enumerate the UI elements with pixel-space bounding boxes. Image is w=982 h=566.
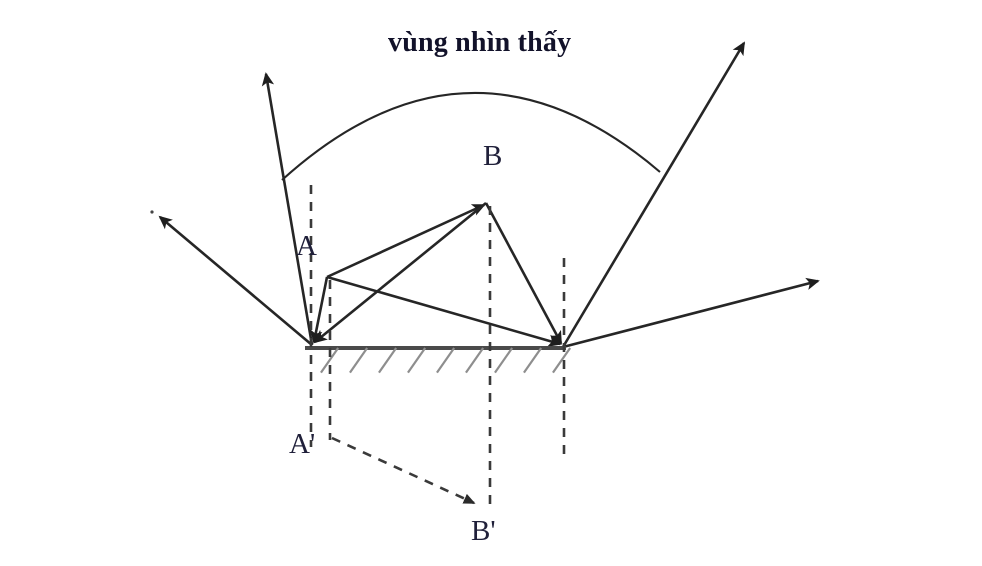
mirror-surface-group [305,346,572,374]
small-dot-marker [150,210,154,214]
visible-field-arc [281,91,661,181]
ray-A-to-reflect-right [326,275,562,347]
label-B: B [483,140,503,172]
ray-right-outer-up [561,41,746,348]
light-rays-group [158,41,820,349]
visible-field-arc [281,91,661,181]
ray-left-outer-upleft [158,215,313,346]
ray-A-to-B [326,203,486,279]
mirror-hatch-mark [407,347,427,374]
mirror-hatch-mark [378,347,398,374]
ray-B-to-reflect-left [313,201,487,344]
dashed-A-prime-to-B-prime [331,436,476,505]
ray-right-outer-right [562,277,820,349]
mirror-hatch-mark [436,347,456,374]
ray-B-to-reflect-right [484,202,563,345]
mirror-hatch-mark [465,347,485,374]
label-B-prime: B' [471,515,496,547]
mirror-hatch-mark [320,347,340,374]
mirror-hatch-mark [494,347,514,374]
mirror-hatch-mark [552,347,572,374]
mirror-hatch-mark [349,347,369,374]
ray-left-outer-up [261,72,314,346]
mirror-hatch-mark [523,347,543,374]
construction-lines-group [309,185,566,512]
label-A-prime: A' [289,428,316,460]
label-A: A [296,230,317,262]
figure-title: vùng nhìn thấy [388,27,572,58]
small-dot-marker-group [150,210,154,214]
